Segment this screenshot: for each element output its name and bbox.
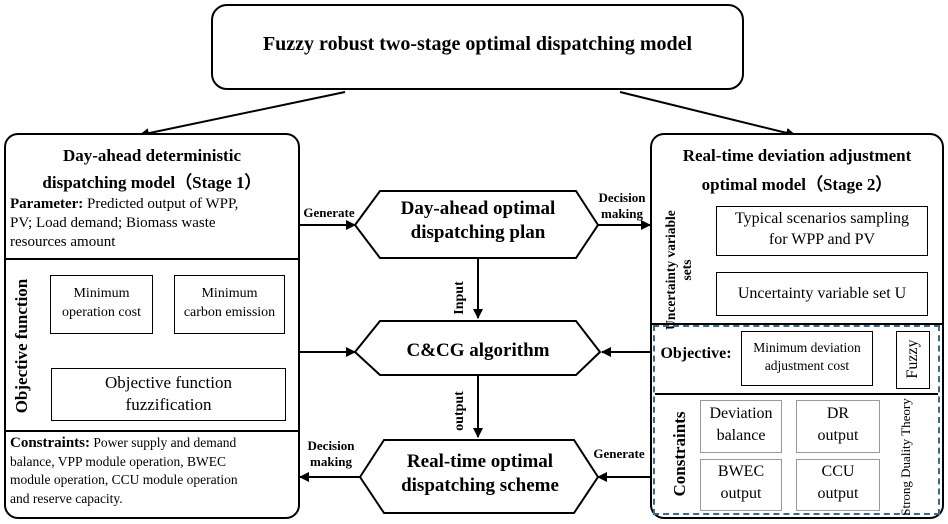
fuzzy-label: Fuzzy (904, 339, 921, 379)
ccu-output-1: CCU (821, 463, 855, 480)
parameter-text-1: Predicted output of WPP, (87, 196, 239, 212)
stage1-divider-2 (4, 430, 300, 432)
typical-scenarios-box (716, 206, 928, 256)
stage1-title-line2: dispatching model（Stage 1） (42, 173, 262, 192)
bwec-output-1: BWEC (717, 463, 765, 480)
dr-output-2: output (817, 427, 859, 444)
dayahead-plan-line1: Day-ahead optimal (400, 198, 556, 219)
stage1-constraints: Constraints: Power supply and demand bal… (10, 434, 298, 508)
fuzzification-box (51, 368, 286, 421)
uncertainty-set-box (716, 272, 928, 316)
constraints-text-1: Power supply and demand (93, 435, 237, 450)
generate-label-left: Generate (303, 205, 355, 220)
fuzzy-box (896, 331, 930, 389)
stage1-parameters: Parameter: Predicted output of WPP, PV; … (10, 195, 298, 252)
ccg-algorithm-label: C&CG algorithm (406, 340, 550, 361)
fuzzification-1: Objective function (105, 373, 232, 392)
objective-label: Objective: (660, 345, 732, 362)
stage1-divider-1 (4, 258, 300, 260)
stage2-divider-2 (655, 393, 938, 395)
hexagon-ccg (353, 320, 602, 376)
min-deviation-1: Minimum deviation (753, 340, 861, 355)
typical-scenarios-1: Typical scenarios sampling (735, 210, 909, 227)
stage2-title-line1: Real-time deviation adjustment (682, 146, 912, 165)
title-box (211, 4, 744, 90)
ccu-output-2: output (817, 485, 859, 502)
uncertainty-set-label: Uncertainty variable set U (737, 285, 907, 302)
min-carbon-emission-2: carbon emission (183, 305, 276, 320)
stage2-dashed-region (653, 325, 940, 515)
bwec-output-box (700, 459, 782, 511)
arrow-title-to-stage1 (139, 91, 346, 139)
decision-label-right-1: Decision (598, 190, 646, 205)
output-label: output (452, 391, 467, 431)
decision-label-right-2: making (601, 206, 643, 221)
parameter-text-2: PV; Load demand; Biomass waste (10, 215, 216, 231)
uncertainty-sets-side-label: Uncertainty variable sets (663, 210, 694, 330)
min-operation-cost-box (50, 275, 153, 334)
stage1-title-line1: Day-ahead deterministic (62, 146, 241, 165)
deviation-balance-box (700, 400, 782, 453)
parameter-label: Parameter: (10, 196, 84, 212)
dayahead-plan-line2: dispatching plan (410, 222, 546, 243)
dr-output-1: DR (826, 405, 850, 422)
strong-duality-label: Strong Duality Theory (898, 398, 913, 516)
decision-label-left-1: Decision (307, 438, 355, 453)
min-carbon-emission-1: Minimum (201, 286, 258, 301)
deviation-balance-2: balance (716, 427, 766, 444)
constraints-side-label: Constraints (670, 411, 689, 497)
realtime-scheme-line2: dispatching scheme (401, 475, 559, 496)
hexagon-realtime (358, 439, 600, 514)
decision-label-left-2: making (310, 454, 352, 469)
min-operation-cost-1: Minimum (73, 286, 130, 301)
min-carbon-emission-box (174, 275, 285, 334)
generate-label-right: Generate (593, 446, 645, 461)
bwec-output-2: output (720, 485, 762, 502)
min-operation-cost-2: operation cost (62, 305, 141, 320)
deviation-balance-1: Deviation (709, 405, 773, 422)
constraints-text-4: and reserve capacity. (10, 490, 123, 506)
input-label: Input (452, 281, 467, 315)
constraints-text-3: module operation, CCU module operation (10, 472, 238, 487)
dr-output-box (796, 400, 880, 453)
stage2-title-line2: optimal model（Stage 2） (701, 175, 893, 194)
realtime-scheme-line1: Real-time optimal (406, 451, 554, 472)
min-deviation-2: adjustment cost (764, 358, 850, 373)
parameter-text-3: resources amount (10, 234, 116, 250)
typical-scenarios-2: for WPP and PV (768, 231, 876, 248)
constraints-text-2: balance, VPP module operation, BWEC (10, 453, 226, 469)
constraints-label: Constraints: (10, 435, 91, 451)
fuzzification-2: fuzzification (125, 395, 212, 414)
arrow-title-to-stage2 (619, 91, 796, 138)
objective-function-side-label: Objective function (12, 278, 31, 414)
min-deviation-box (741, 331, 873, 386)
ccu-output-box (796, 459, 880, 511)
diagram-title: Fuzzy robust two-stage optimal dispatchi… (262, 33, 693, 55)
hexagon-dayahead (353, 190, 600, 259)
stage2-divider-1 (650, 323, 944, 325)
